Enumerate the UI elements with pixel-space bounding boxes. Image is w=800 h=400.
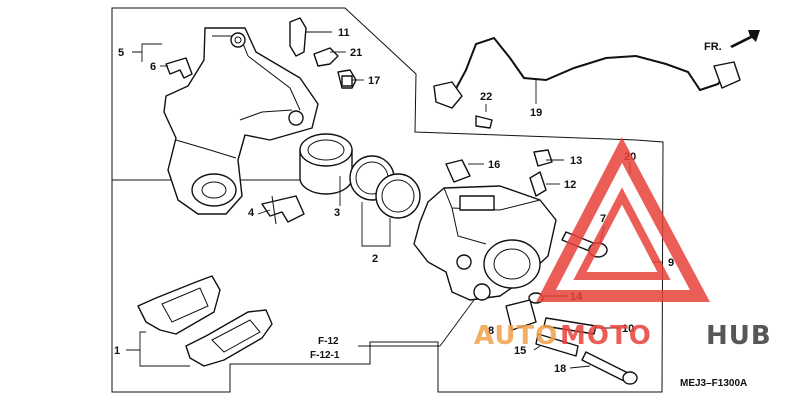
label-1: 1	[114, 345, 120, 357]
label-2: 2	[372, 253, 378, 265]
label-5: 5	[118, 47, 124, 59]
brake-pads	[137, 275, 273, 367]
bleeder-parts	[445, 149, 553, 197]
reference-callouts: F-12 F-12-1 MEJ3–F1300A	[310, 336, 747, 389]
label-4: 4	[248, 207, 255, 219]
ref-f12: F-12	[318, 336, 339, 347]
label-6: 6	[150, 61, 156, 73]
label-15: 15	[514, 345, 526, 357]
label-17: 17	[368, 75, 380, 87]
watermark-hub: HUB	[706, 321, 772, 351]
label-12: 12	[564, 179, 576, 191]
label-7: 7	[600, 213, 606, 225]
watermark-moto: MOTO	[560, 321, 652, 351]
piston-seals	[349, 155, 421, 219]
hose-clip	[289, 17, 357, 89]
label-10: 10	[622, 323, 634, 335]
label-19: 19	[530, 107, 542, 119]
label-8: 8	[488, 325, 494, 337]
ref-f12-1: F-12-1	[310, 350, 340, 361]
label-11: 11	[338, 27, 350, 39]
label-16: 16	[488, 159, 500, 171]
label-18: 18	[554, 363, 566, 375]
diagram-code: MEJ3–F1300A	[680, 378, 747, 389]
label-13: 13	[570, 155, 582, 167]
caliper-bracket	[163, 27, 319, 215]
watermark-auto: AUTO	[474, 321, 558, 351]
label-3: 3	[334, 207, 340, 219]
watermark-logo: AUTO MOTO HUB	[474, 137, 772, 351]
forward-arrow: FR.	[704, 30, 760, 53]
pad-spring	[261, 195, 305, 225]
direction-label: FR.	[704, 41, 722, 53]
label-21: 21	[350, 47, 362, 59]
speed-sensor-cable	[433, 36, 741, 129]
label-9: 9	[668, 257, 674, 269]
caliper-pins	[505, 231, 638, 385]
bracket-clip	[165, 57, 193, 79]
caliper-piston	[299, 133, 353, 195]
label-22: 22	[480, 91, 492, 103]
caliper-body	[413, 185, 557, 301]
